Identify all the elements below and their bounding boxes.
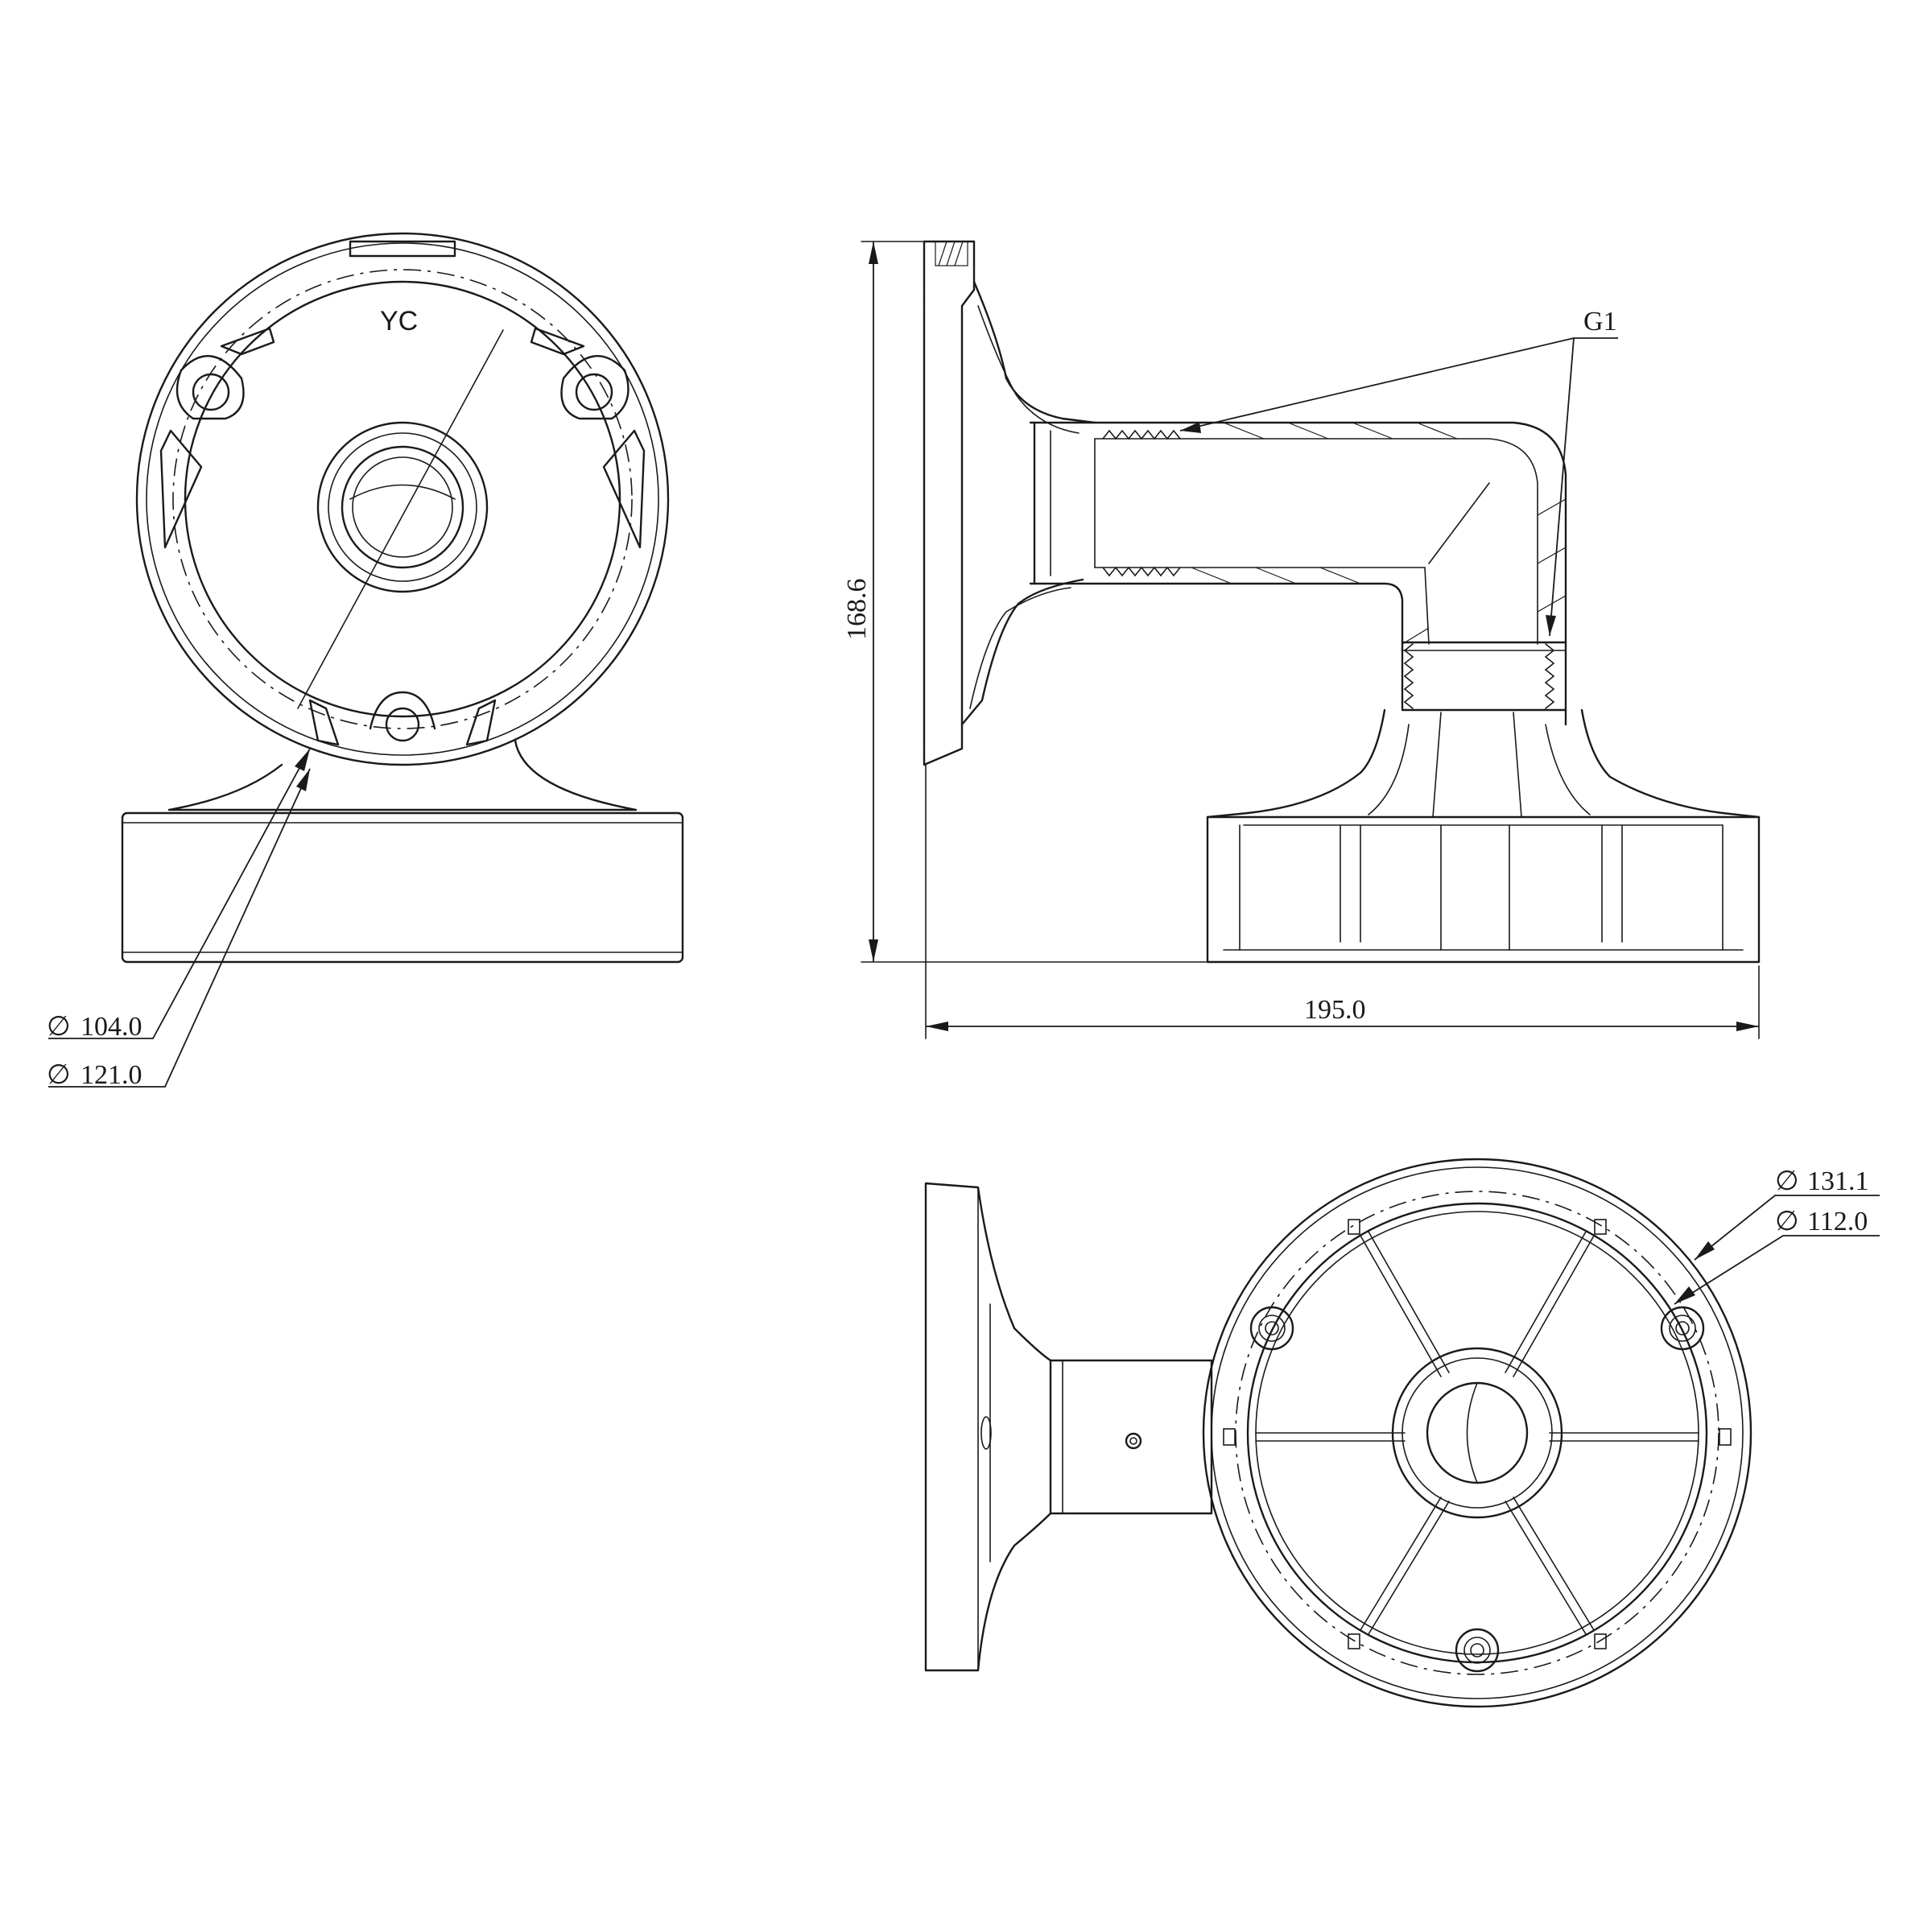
bottom-view-wall-plate-inner — [977, 1187, 991, 1671]
bottom-view-arm-screw-inner — [1129, 1437, 1137, 1445]
side-view-housing-shoulder — [1206, 708, 1761, 964]
side-view-thread-vertical-right — [1544, 643, 1555, 709]
side-view-thread-bottom — [1102, 566, 1181, 577]
side-view-plate-hatch-2 — [946, 241, 956, 266]
side-view-arm-inner-bottom — [1094, 567, 1430, 645]
arrow-bottom-outer-diameter — [1695, 1241, 1715, 1260]
front-view-inner-circle — [184, 280, 621, 718]
bottom-view-bolt-circle — [1235, 1191, 1719, 1675]
leader-bottom-outer-diameter — [1694, 1195, 1880, 1261]
side-view-thread-leader — [1179, 337, 1618, 431]
bottom-view-hub-dome — [1466, 1382, 1478, 1484]
front-view-rib-right — [602, 429, 646, 549]
side-view-thread-callout: G1 — [1583, 307, 1617, 336]
front-view-rib-bottom-left — [308, 699, 340, 746]
front-view-lug-left-pad — [175, 355, 245, 420]
side-view-thread-vertical-left — [1403, 643, 1414, 709]
side-view-arm-top — [1029, 421, 1567, 726]
arrow-inner-diameter — [295, 749, 310, 771]
front-view-rib-top-right — [530, 327, 585, 356]
side-view: G1 168.6 195.0 — [842, 240, 1761, 1039]
front-view-rib-left — [159, 429, 203, 549]
side-view-plate-hatch-1 — [938, 241, 947, 266]
side-view-flange-top — [972, 280, 1096, 424]
front-view-section-line — [297, 329, 504, 709]
front-view: ∅ 104.0 ∅ 121.0 YC — [47, 232, 684, 1090]
bottom-view-boss-bottom — [1455, 1628, 1500, 1673]
bottom-view-clips — [1223, 1219, 1732, 1649]
diameter-symbol-bottom-2: ∅ — [1775, 1207, 1799, 1236]
dim-width-arrow-left — [926, 1022, 948, 1031]
leader-bottom-hole-circle — [1674, 1235, 1880, 1305]
dim-height-arrow-top — [869, 242, 878, 264]
bottom-view-outer-circle — [1202, 1158, 1752, 1708]
front-view-base — [121, 811, 684, 964]
front-view-lug-left — [192, 373, 230, 411]
front-view-neck — [167, 739, 638, 811]
side-view-plate-hatch-3 — [954, 241, 964, 266]
front-view-rim-circle — [146, 242, 659, 756]
dim-bottom-hole-circle: 112.0 — [1807, 1207, 1868, 1236]
side-view-wall-plate — [923, 240, 976, 766]
front-view-label: YC — [380, 306, 418, 336]
dim-height-arrow-bottom — [869, 939, 878, 962]
leader-inner-diameter — [48, 748, 311, 1039]
arrow-outer-diameter — [296, 769, 310, 791]
side-view-arm-inner-top — [1094, 438, 1538, 645]
front-view-rib-bottom-right — [465, 699, 497, 746]
bottom-view: ∅ 131.1 ∅ 112.0 — [924, 1158, 1880, 1708]
diameter-symbol-bottom-1: ∅ — [1775, 1166, 1799, 1196]
side-view-plate-hatch — [935, 241, 968, 266]
side-view-arm-hatching — [1191, 422, 1567, 645]
front-view-top-tab — [349, 240, 456, 258]
front-view-hub-bore — [352, 456, 453, 558]
bottom-view-arm-screw — [1125, 1432, 1142, 1450]
front-view-hub-mid — [328, 432, 477, 582]
bottom-view-arm — [1049, 1359, 1213, 1515]
dim-width-arrow-right — [1736, 1022, 1759, 1031]
front-view-hub-outer — [316, 421, 489, 593]
side-view-arm-bottom — [1029, 582, 1404, 710]
front-view-outer-circle — [135, 232, 670, 766]
side-view-flange-bottom-inner — [969, 587, 1071, 709]
bottom-view-hub-inner — [1426, 1381, 1529, 1484]
side-view-thread-arrow-1 — [1180, 422, 1201, 433]
front-view-rib-top-left — [220, 327, 275, 356]
side-view-housing-posts — [1239, 824, 1724, 951]
side-view-housing-ribs — [1368, 712, 1591, 818]
dim-front-outer-diameter: 121.0 — [80, 1060, 142, 1090]
side-view-thread-top — [1102, 429, 1181, 440]
diameter-symbol-front-2: ∅ — [47, 1060, 71, 1090]
bottom-view-hub-outer — [1391, 1347, 1563, 1519]
side-view-thread-arrow-2 — [1546, 615, 1556, 636]
front-view-lug-bottom-pad — [369, 691, 436, 730]
front-view-lug-bottom — [385, 707, 420, 742]
side-view-flange-top-inner — [977, 305, 1080, 434]
bottom-view-plate-slot — [980, 1416, 992, 1450]
side-view-elbow-diagonal — [1428, 482, 1490, 564]
front-view-bolt-circle — [172, 269, 633, 729]
bottom-view-spokes — [1255, 1231, 1699, 1635]
arrow-bottom-hole-circle — [1674, 1286, 1695, 1304]
dim-height-label: 168.6 — [842, 579, 872, 641]
front-view-lug-right — [575, 373, 613, 411]
leader-outer-diameter — [48, 768, 311, 1088]
diameter-symbol-front-1: ∅ — [47, 1012, 71, 1042]
bottom-view-hub-mid — [1402, 1357, 1553, 1509]
dim-front-inner-diameter: 104.0 — [80, 1012, 142, 1042]
side-view-flange-bottom — [960, 578, 1084, 726]
side-view-thread-leader-2 — [1549, 337, 1575, 637]
front-view-lug-right-pad — [560, 355, 630, 420]
bottom-view-inner-circle — [1246, 1202, 1708, 1664]
bottom-view-boss-left — [1249, 1306, 1294, 1351]
front-view-hub-dome — [349, 484, 456, 500]
front-view-hub-inner — [341, 445, 464, 569]
bottom-view-rim-circle — [1211, 1166, 1744, 1699]
dim-bottom-outer-diameter: 131.1 — [1807, 1166, 1869, 1196]
bottom-view-boss-right — [1660, 1306, 1705, 1351]
dim-width-label: 195.0 — [1304, 995, 1366, 1025]
bottom-view-wall-plate — [924, 1182, 1052, 1672]
